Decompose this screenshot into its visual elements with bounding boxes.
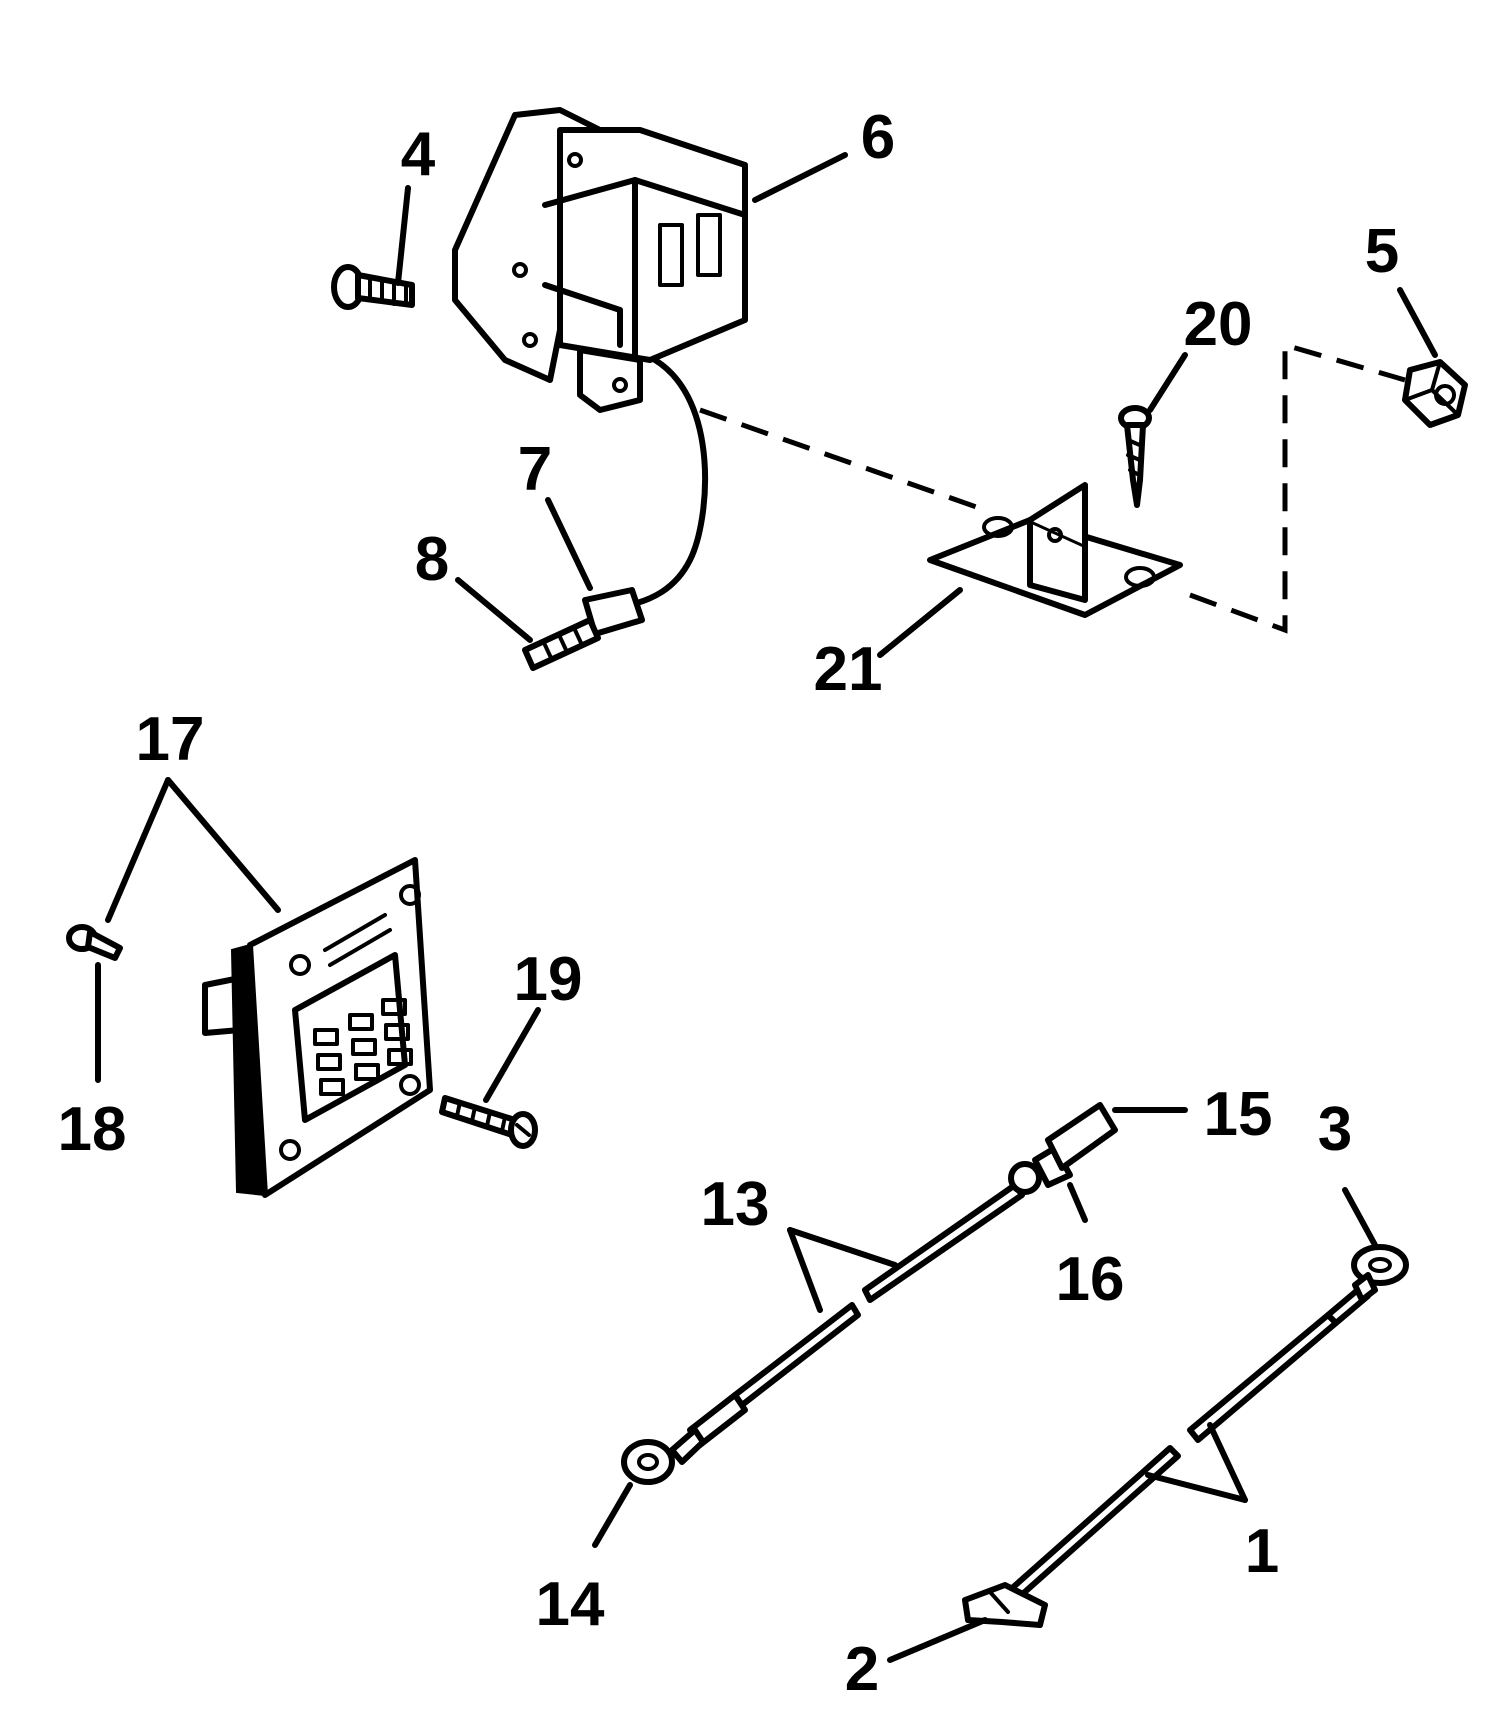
part-20-screw [1118, 405, 1152, 508]
part-15-sleeve [1045, 1102, 1118, 1171]
part-2-spade-terminal [962, 1582, 1048, 1628]
leader-lines [95, 152, 1438, 1663]
callout-16: 16 [1056, 1245, 1125, 1314]
part-7-lead-wire [627, 357, 709, 608]
part-18-screw [66, 924, 123, 961]
callout-8: 8 [415, 525, 449, 594]
part-5-nut [1402, 359, 1468, 428]
callout-5: 5 [1365, 217, 1399, 286]
callout-21: 21 [814, 635, 883, 704]
part-19-screw [439, 1095, 538, 1149]
part-4-screw [331, 264, 415, 310]
callout-17: 17 [136, 705, 205, 774]
callout-18: 18 [58, 1095, 127, 1164]
callout-13: 13 [701, 1170, 770, 1239]
part-21-bracket [927, 482, 1183, 618]
callout-14: 14 [536, 1570, 605, 1639]
callout-15: 15 [1204, 1080, 1273, 1149]
callout-7: 7 [518, 435, 552, 504]
callout-2: 2 [845, 1635, 879, 1704]
part-6-module-housing [452, 107, 748, 413]
callout-19: 19 [514, 945, 583, 1014]
part-1-lead-wire [1007, 1285, 1371, 1601]
part-8-terminal-pin [522, 617, 601, 671]
part-16-connector [1008, 1145, 1073, 1195]
callout-3: 3 [1318, 1095, 1352, 1164]
callout-20: 20 [1184, 290, 1253, 359]
part-13-lead-wire [669, 1182, 1025, 1465]
callout-1: 1 [1245, 1517, 1279, 1586]
part-14-ring-terminal [621, 1439, 675, 1485]
part-17-fuse-panel [202, 857, 433, 1198]
assembly-dashed-lines-top [699, 341, 1406, 634]
callout-4: 4 [401, 120, 436, 189]
callout-6: 6 [861, 103, 895, 172]
part-3-ring-terminal [1351, 1244, 1409, 1303]
